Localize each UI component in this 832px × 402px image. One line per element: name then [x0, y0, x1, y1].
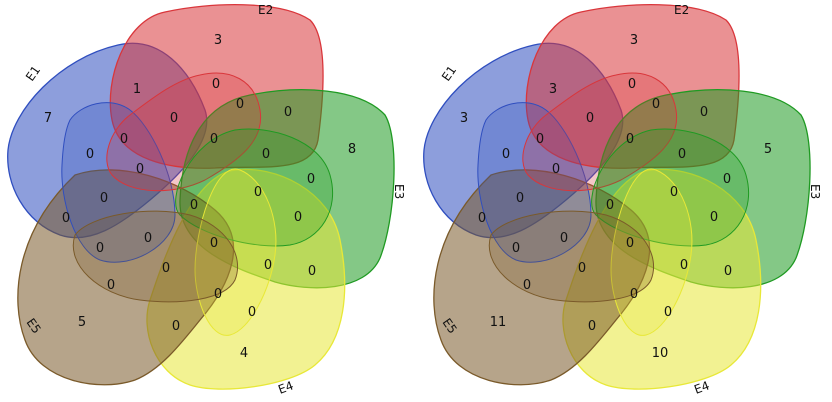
- region-count-r27: 0: [162, 261, 170, 276]
- region-count-r28: 0: [107, 278, 115, 293]
- region-count-r14: 0: [678, 147, 686, 162]
- region-count-r22: 0: [294, 210, 302, 225]
- set-label-E2: E2: [674, 3, 689, 17]
- region-count-r09: 0: [284, 105, 292, 120]
- set-label-E4: E4: [692, 378, 711, 396]
- region-count-r19: 0: [254, 185, 262, 200]
- central-petal-1: [61, 102, 176, 263]
- region-count-r20: 0: [478, 211, 486, 226]
- central-petal-5: [72, 210, 239, 303]
- set-label-E2: E2: [258, 3, 273, 17]
- region-count-r07: 0: [212, 77, 220, 92]
- region-count-r07: 0: [628, 77, 636, 92]
- set-label-E1: E1: [439, 63, 459, 83]
- region-count-E2_only: 3: [630, 33, 638, 48]
- central-petal-5: [488, 210, 655, 303]
- region-count-r26: 0: [724, 264, 732, 279]
- set-label-E3: E3: [392, 184, 406, 199]
- region-count-E5_only: 11: [490, 315, 507, 330]
- region-count-r27: 0: [578, 261, 586, 276]
- region-count-r11: 0: [120, 132, 128, 147]
- region-count-E1E2: 3: [549, 82, 557, 97]
- region-count-r15: 0: [552, 162, 560, 177]
- central-petal-3: [175, 128, 334, 247]
- region-count-r20: 0: [62, 211, 70, 226]
- region-count-r17: 0: [100, 191, 108, 206]
- region-count-r31: 0: [588, 319, 596, 334]
- region-count-r11: 0: [536, 132, 544, 147]
- set-label-E3: E3: [808, 184, 822, 199]
- set-label-E1: E1: [23, 63, 43, 83]
- region-count-r09: 0: [700, 105, 708, 120]
- region-count-r28: 0: [523, 278, 531, 293]
- region-count-r12: 0: [502, 147, 510, 162]
- region-count-r18: 0: [606, 198, 614, 213]
- region-count-r29: 0: [214, 287, 222, 302]
- region-count-E4_only: 4: [240, 346, 248, 361]
- region-count-r22: 0: [710, 210, 718, 225]
- region-count-r10: 0: [170, 111, 178, 126]
- region-count-E4_only: 10: [652, 346, 669, 361]
- region-count-r25: 0: [680, 258, 688, 273]
- region-count-r19: 0: [670, 185, 678, 200]
- region-count-r24: 0: [626, 236, 634, 251]
- region-count-E1E2: 1: [133, 82, 141, 97]
- region-count-r08: 0: [236, 97, 244, 112]
- region-count-r18: 0: [190, 198, 198, 213]
- central-petal-2: [106, 72, 262, 192]
- region-count-r13: 0: [626, 132, 634, 147]
- central-petal-3: [591, 128, 750, 247]
- central-petal-2: [522, 72, 678, 192]
- region-count-r15: 0: [136, 162, 144, 177]
- region-count-r21: 0: [560, 231, 568, 246]
- region-count-E1_only: 3: [460, 111, 468, 126]
- region-count-r24: 0: [210, 236, 218, 251]
- region-count-r14: 0: [262, 147, 270, 162]
- region-count-E2_only: 3: [214, 33, 222, 48]
- region-count-r29: 0: [630, 287, 638, 302]
- region-count-r26: 0: [308, 264, 316, 279]
- region-count-r16: 0: [723, 172, 731, 187]
- region-count-E3_only: 5: [764, 142, 772, 157]
- region-count-r12: 0: [86, 147, 94, 162]
- set-label-E4: E4: [276, 378, 295, 396]
- region-count-r10: 0: [586, 111, 594, 126]
- region-count-r23: 0: [512, 241, 520, 256]
- region-count-E3_only: 8: [348, 142, 356, 157]
- region-count-r13: 0: [210, 132, 218, 147]
- region-count-r31: 0: [172, 319, 180, 334]
- region-count-r23: 0: [96, 241, 104, 256]
- region-count-E1_only: 7: [44, 111, 52, 126]
- region-count-r25: 0: [264, 258, 272, 273]
- region-count-r21: 0: [144, 231, 152, 246]
- region-count-r17: 0: [516, 191, 524, 206]
- central-petal-1: [477, 102, 592, 263]
- region-count-r30: 0: [664, 305, 672, 320]
- region-count-E5_only: 5: [78, 315, 86, 330]
- region-count-r16: 0: [307, 172, 315, 187]
- region-count-r30: 0: [248, 305, 256, 320]
- region-count-r08: 0: [652, 97, 660, 112]
